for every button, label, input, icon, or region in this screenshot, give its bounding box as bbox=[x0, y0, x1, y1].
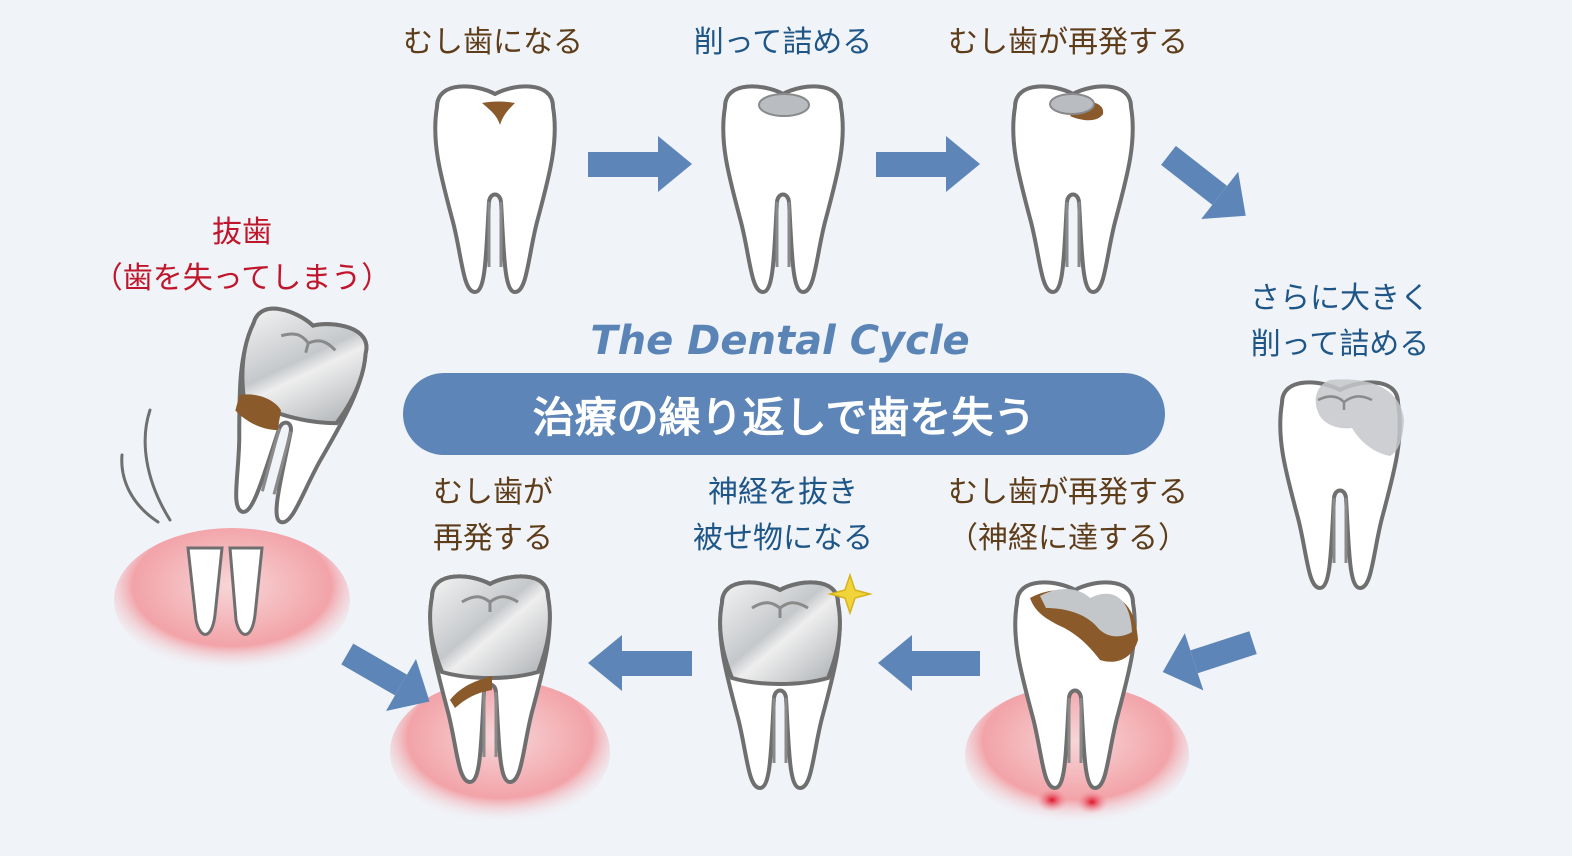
arrow-left-2 bbox=[588, 635, 692, 691]
sparkle-icon bbox=[827, 572, 873, 616]
tooth-step-2 bbox=[721, 84, 845, 295]
old-filling bbox=[1040, 589, 1132, 637]
tooth-socket bbox=[186, 546, 264, 636]
tooth-step-4 bbox=[1278, 379, 1404, 590]
filling-mark bbox=[1049, 93, 1095, 115]
arrow-right-2 bbox=[876, 136, 980, 192]
motion-lines bbox=[120, 408, 172, 524]
arrow-up-left bbox=[341, 643, 430, 711]
step-1-label: むし歯になる bbox=[403, 25, 583, 60]
step-4-label: さらに大きく 削って詰める bbox=[1250, 281, 1430, 362]
step-5-label: むし歯が再発する （神経に達する） bbox=[948, 475, 1188, 556]
pain-mark-left bbox=[1036, 788, 1068, 812]
diagram-subtitle: The Dental Cycle bbox=[590, 318, 970, 364]
gum-step-8 bbox=[114, 528, 350, 672]
step-7-label: むし歯が 再発する bbox=[433, 475, 553, 556]
step-2-label: 削って詰める bbox=[693, 25, 873, 60]
arrow-right-1 bbox=[588, 136, 692, 192]
tooth-step-3 bbox=[1011, 84, 1135, 295]
tooth-step-8 bbox=[201, 300, 375, 535]
tooth-step-7 bbox=[428, 574, 552, 784]
step-3-label: むし歯が再発する bbox=[948, 25, 1188, 60]
decay-under-crown bbox=[235, 394, 281, 431]
decay-under-crown bbox=[450, 676, 492, 708]
gum-step-5 bbox=[965, 685, 1189, 825]
tooth-step-1 bbox=[433, 84, 557, 295]
filling-mark bbox=[758, 93, 810, 117]
step-8-label: 抜歯 （歯を失ってしまう） bbox=[92, 215, 392, 296]
pain-mark-right bbox=[1076, 790, 1108, 814]
cavity-mark bbox=[482, 101, 515, 125]
tooth-step-5 bbox=[1013, 580, 1138, 814]
arrow-down-right bbox=[1161, 145, 1246, 220]
step-6-label: 神経を抜き 被せ物になる bbox=[693, 475, 873, 556]
tooth-step-6 bbox=[718, 572, 873, 790]
diagram-title: 治療の繰り返しで歯を失う bbox=[403, 373, 1165, 455]
arrow-left-1 bbox=[878, 635, 980, 691]
arrow-down-left bbox=[1162, 631, 1257, 691]
